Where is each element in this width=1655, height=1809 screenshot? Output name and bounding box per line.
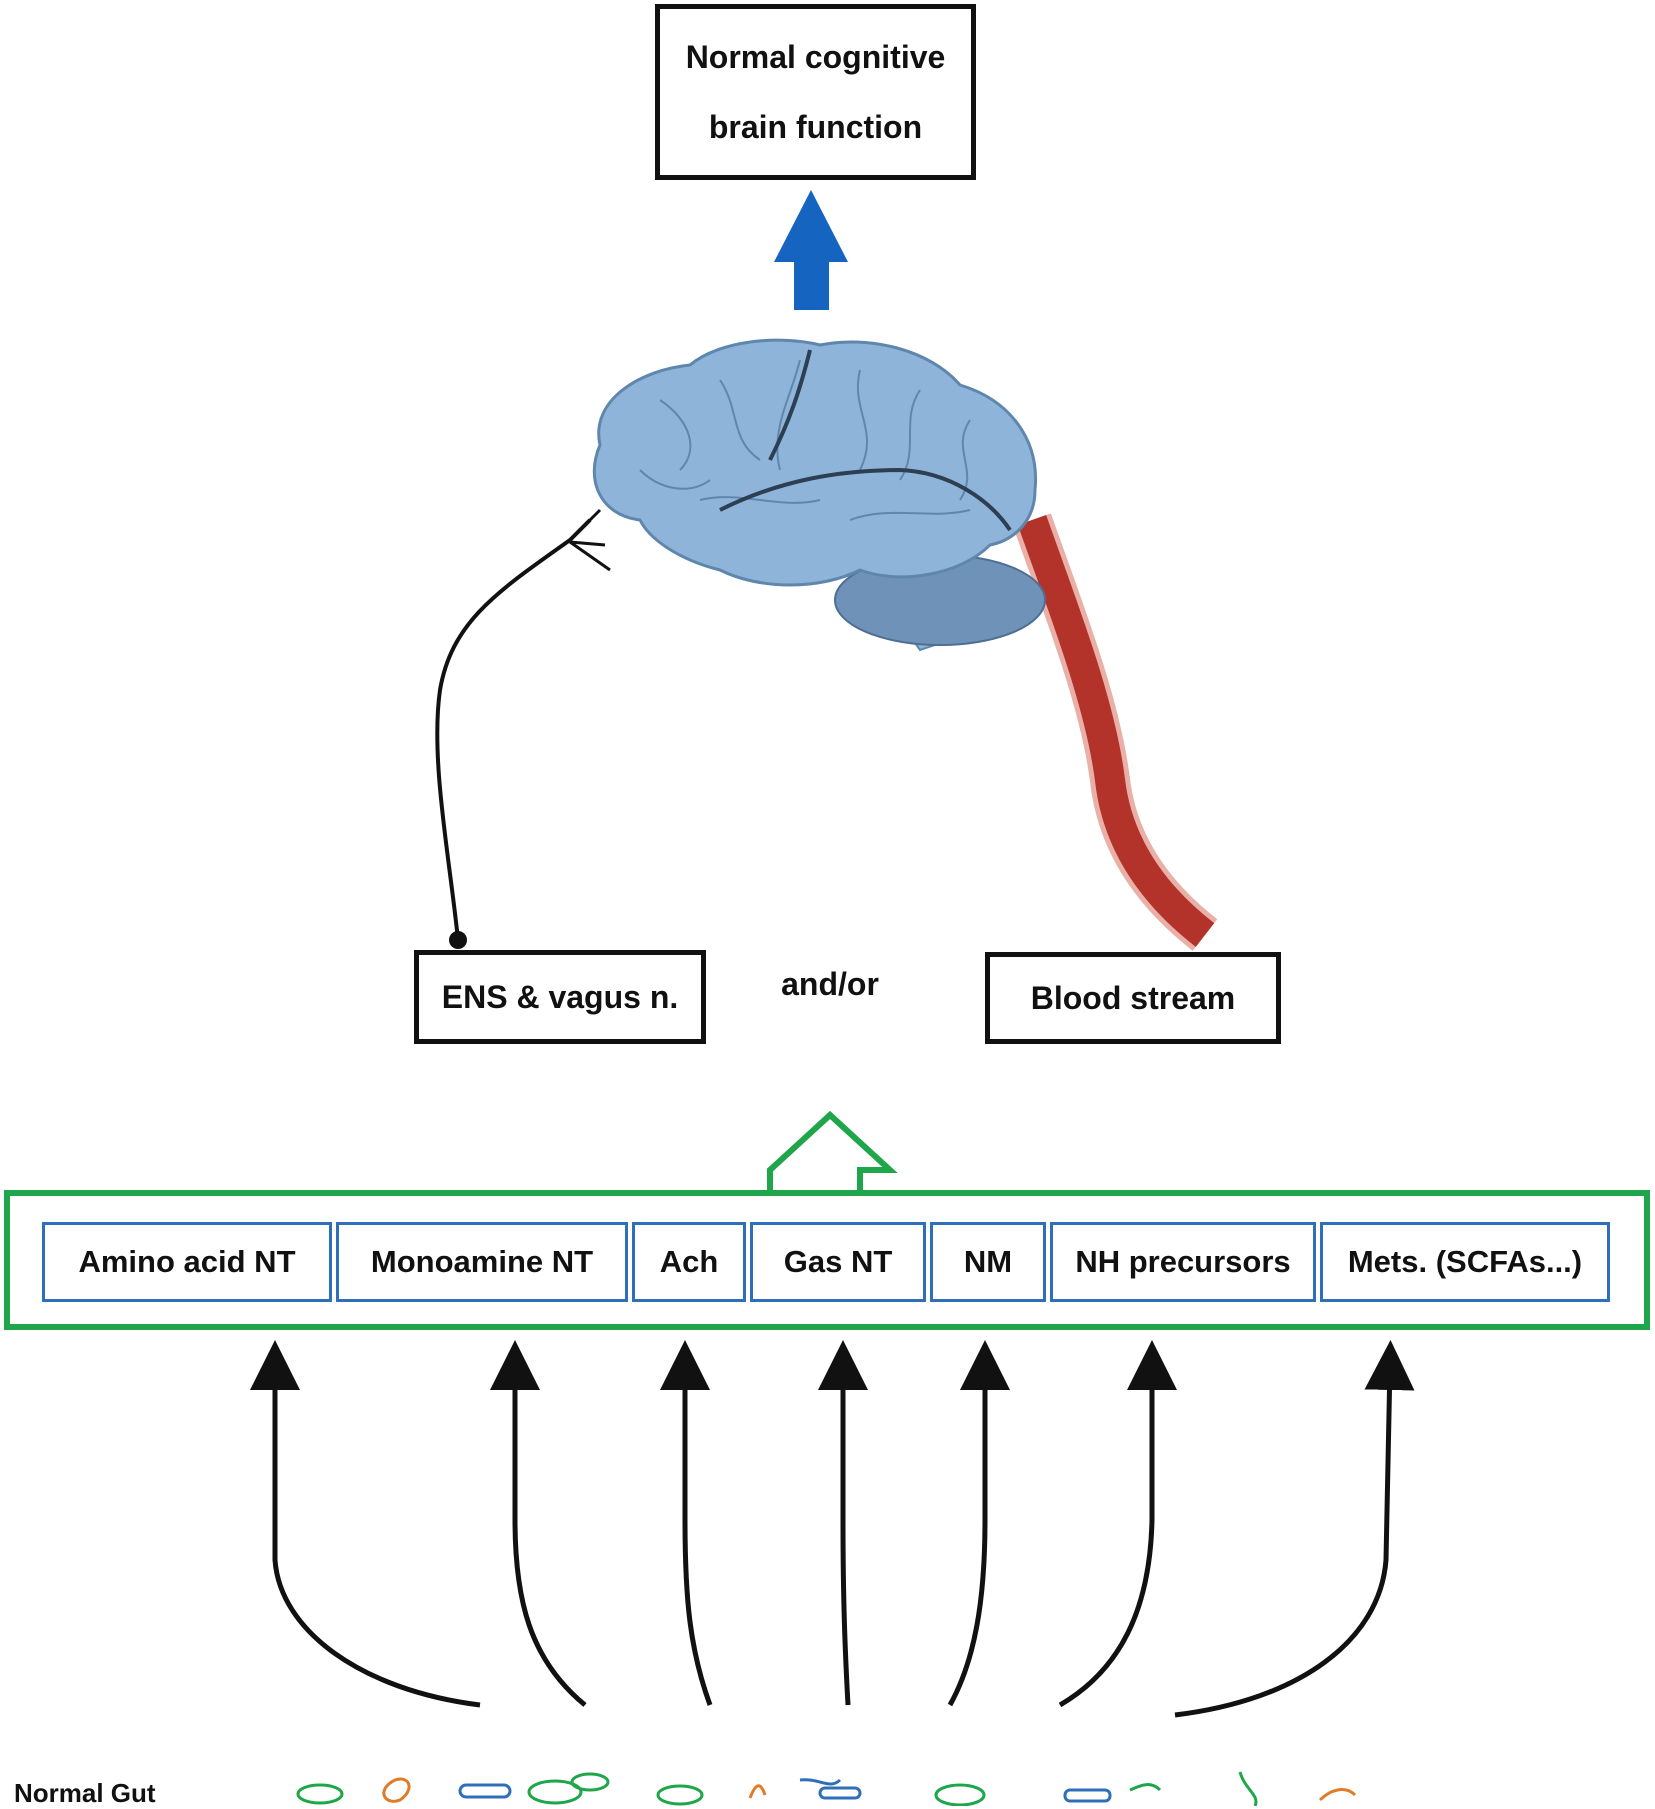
arrow-gas [818, 1340, 868, 1706]
molecule-box-amino-acid-nt: Amino acid NT [42, 1222, 332, 1302]
cerebrum [592, 338, 1038, 587]
nerve-branch [568, 508, 611, 572]
ens-vagus-label: ENS & vagus n. [441, 978, 679, 1015]
arrow-ach [660, 1340, 713, 1706]
molecule-box-nm: NM [930, 1222, 1046, 1302]
nerve-endpoint-dot [449, 931, 467, 949]
gut-bacteria [296, 1771, 1357, 1806]
arrow-monoamine [490, 1340, 587, 1707]
normal-gut-label: Normal Gut [14, 1778, 156, 1808]
molecule-label: Amino acid NT [78, 1244, 296, 1279]
molecule-label: NH precursors [1075, 1244, 1291, 1279]
blood-stream-box: Blood stream [985, 952, 1281, 1044]
blue-up-arrow [774, 190, 848, 310]
lateral-sulcus [719, 467, 1012, 532]
blood-vessel-core [1017, 515, 1215, 947]
vagus-nerve-line [435, 518, 592, 941]
molecule-box-ach: Ach [632, 1222, 746, 1302]
outcome-box: Normal cognitive brain function [655, 4, 976, 180]
central-sulcus [768, 349, 812, 461]
molecule-box-gas-nt: Gas NT [750, 1222, 926, 1302]
molecules-frame [4, 1190, 1650, 1330]
molecule-label: Monoamine NT [370, 1244, 594, 1279]
brain-illustration [592, 338, 1046, 652]
and-or-label: and/or [781, 966, 879, 1002]
molecule-box-nh-precursors: NH precursors [1050, 1222, 1316, 1302]
molecule-label: Mets. (SCFAs...) [1347, 1244, 1583, 1279]
outcome-line-1: Normal cognitive [685, 39, 946, 75]
ens-vagus-box: ENS & vagus n. [414, 950, 706, 1044]
gut-to-molecule-arrows [250, 1340, 1415, 1718]
arrow-mets [1174, 1340, 1415, 1718]
molecule-label: NM [963, 1244, 1013, 1279]
outcome-line-2: brain function [708, 109, 923, 145]
arrow-nh [1058, 1340, 1177, 1708]
molecule-box-metabolites: Mets. (SCFAs...) [1320, 1222, 1610, 1302]
blood-stream-label: Blood stream [1030, 979, 1236, 1016]
molecule-label: Ach [659, 1244, 719, 1279]
molecule-label: Gas NT [783, 1244, 893, 1279]
molecule-box-monoamine-nt: Monoamine NT [336, 1222, 628, 1302]
green-hollow-arrow [767, 1110, 898, 1190]
arrow-nm [947, 1340, 1010, 1707]
arrow-amino [250, 1340, 481, 1708]
